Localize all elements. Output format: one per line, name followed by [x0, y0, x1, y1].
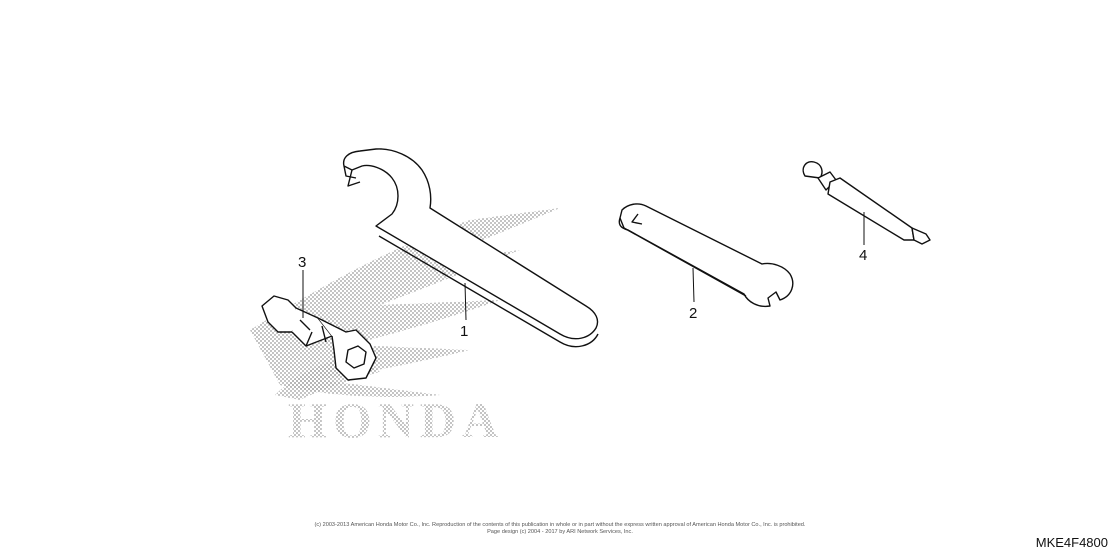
copyright-notice: (c) 2003-2013 American Honda Motor Co., …: [314, 522, 806, 528]
callout-4: 4: [859, 247, 867, 264]
double-open-end-wrench-icon: [618, 203, 794, 308]
spark-plug-socket-wrench-icon: [261, 295, 377, 381]
leader-lines: [302, 212, 865, 321]
callout-2: 2: [689, 305, 697, 322]
page-design-credit: Page design (c) 2004 - 2017 by ARI Netwo…: [487, 529, 633, 535]
callout-1: 1: [460, 323, 468, 340]
callout-3: 3: [298, 254, 306, 271]
diagram-code: MKE4F4800: [1035, 535, 1108, 550]
screwdriver-handle-tool-icon: [802, 161, 931, 245]
pin-spanner-wrench-icon: [342, 148, 599, 348]
honda-watermark-text: HONDA: [288, 392, 504, 448]
